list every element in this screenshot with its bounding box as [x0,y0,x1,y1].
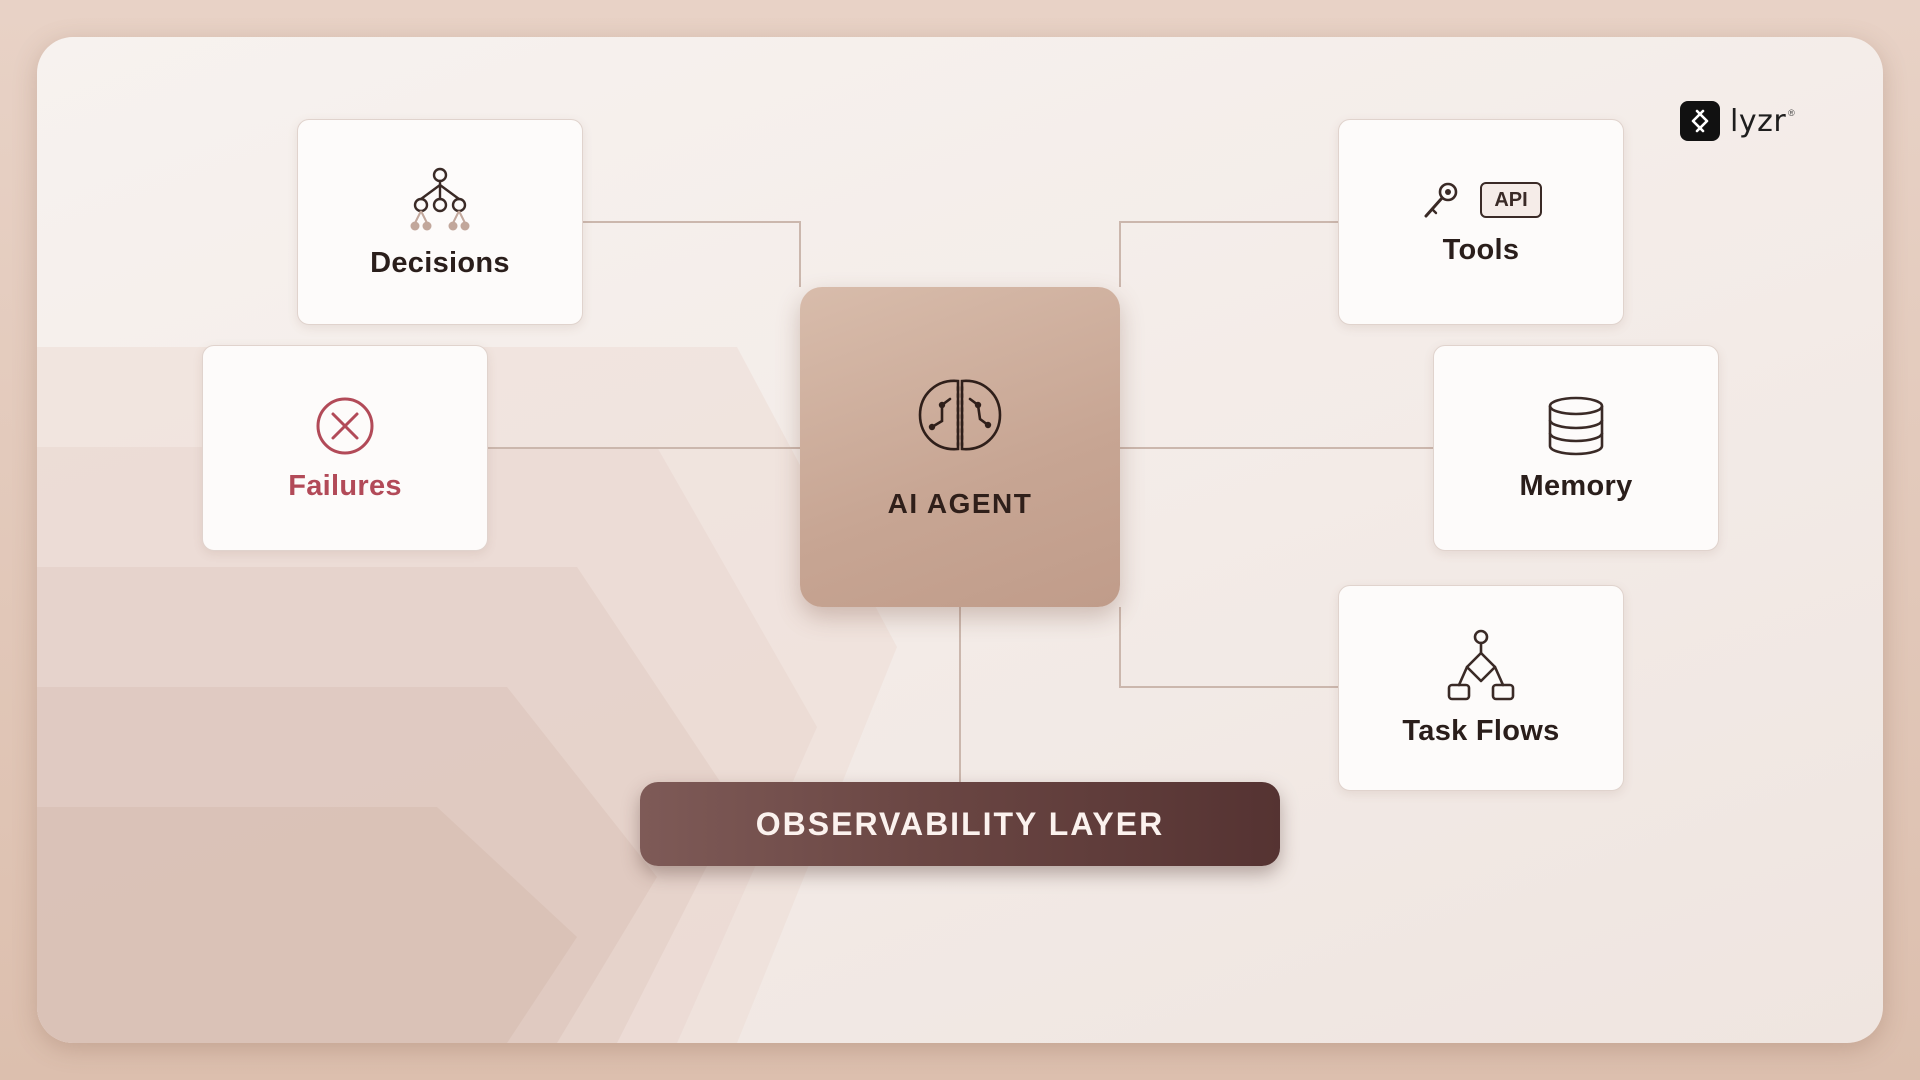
failures-card[interactable]: Failures [202,345,488,551]
task-flows-label: Task Flows [1402,714,1560,747]
failures-label: Failures [288,469,402,502]
ai-agent-node[interactable]: AI AGENT [800,287,1120,607]
lyzr-logo-icon [1680,101,1720,141]
api-badge-icon: API [1480,181,1542,218]
brand-registered-mark: ® [1788,108,1795,118]
decision-tree-icon [405,165,475,235]
memory-card[interactable]: Memory [1433,345,1719,551]
observability-layer-bar[interactable]: OBSERVABILITY LAYER [640,782,1280,866]
ai-agent-label: AI AGENT [887,487,1033,519]
flowchart-icon [1443,629,1519,703]
tools-label: Tools [1442,233,1520,266]
key-icon [1424,182,1458,217]
brand-logo: lyzr ® [1680,100,1795,142]
task-flows-card[interactable]: Task Flows [1338,585,1624,791]
tools-icon-group: API [1420,178,1542,222]
tools-card[interactable]: API Tools [1338,119,1624,325]
brain-icon [914,375,1006,460]
decisions-label: Decisions [370,246,510,279]
decisions-card[interactable]: Decisions [297,119,583,325]
observability-label: OBSERVABILITY LAYER [755,805,1165,842]
background-chevrons [37,347,897,1043]
brand-name: lyzr [1730,103,1787,139]
database-icon [1544,394,1608,458]
x-circle-icon [313,394,377,458]
memory-label: Memory [1519,469,1633,502]
